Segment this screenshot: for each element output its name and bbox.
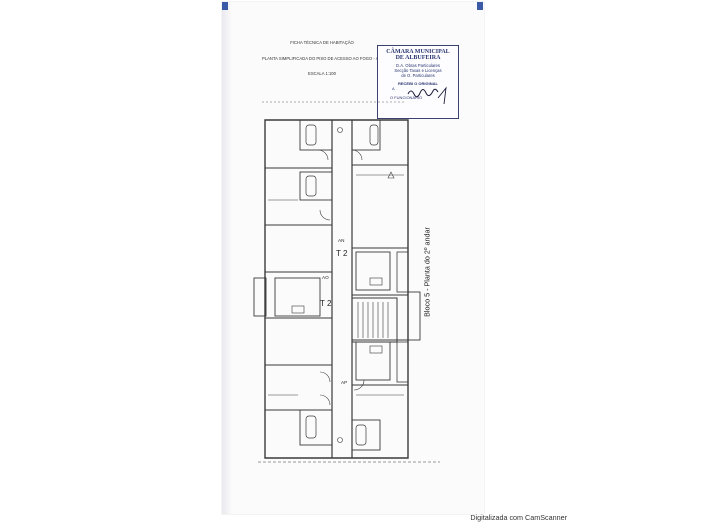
stamp-line-5: de O. Particulares — [401, 72, 435, 78]
document-subtitle: PLANTA SIMPLIFICADA DO PISO DE ACESSO AO… — [262, 56, 391, 61]
label-ap: AP — [341, 380, 347, 385]
label-t2-top: T 2 — [336, 249, 348, 258]
kitchen — [274, 277, 321, 317]
kitchen — [355, 341, 391, 381]
bathtub — [305, 175, 317, 197]
stamp-line-3: D.A. Obras Particulares — [396, 63, 440, 68]
door-swing — [351, 149, 363, 161]
bathtub — [305, 124, 317, 146]
bathroom — [351, 119, 381, 151]
balcony — [396, 251, 409, 293]
wardrobe-hatch — [268, 174, 404, 396]
bathroom — [299, 119, 333, 151]
door-swing — [319, 371, 331, 383]
bathroom — [299, 171, 333, 201]
scanner-watermark: Digitalizada com CamScanner — [470, 513, 567, 522]
balcony — [407, 291, 421, 341]
document-title: FICHA TÉCNICA DE HABITAÇÃO — [290, 40, 354, 45]
bathroom — [351, 419, 381, 451]
stamp-line-8: O FUNCIONÁRIO — [390, 94, 423, 100]
handwritten-signature — [407, 86, 447, 105]
label-an: AN — [338, 238, 344, 243]
stamp-line-7: A — [392, 86, 395, 92]
label-ao: AO — [322, 275, 329, 280]
toilet — [337, 437, 343, 443]
stamp-line-4: Secção Taxas e Licenças — [394, 67, 442, 73]
stove — [291, 305, 305, 314]
bathroom — [299, 409, 333, 446]
stove — [369, 345, 383, 354]
corner-mark-right — [477, 2, 483, 10]
floor-side-label: Bloco 5 - Planta do 2º andar — [422, 227, 432, 317]
corner-mark-left — [222, 2, 228, 10]
bathtub — [355, 424, 367, 446]
balcony — [253, 277, 267, 317]
stove — [369, 277, 383, 286]
outer-wall — [264, 119, 409, 459]
door-swing — [319, 394, 331, 406]
door-swing — [353, 379, 365, 391]
bathtub — [305, 415, 317, 439]
balcony — [396, 341, 409, 383]
page-shadow-edge — [222, 2, 232, 514]
door-swing — [319, 209, 331, 221]
stamp-line-1: CÂMARA MUNICIPAL — [386, 49, 450, 55]
stamp-line-2: DE ALBUFEIRA — [395, 55, 441, 61]
toilet — [337, 127, 343, 133]
door-swing — [317, 149, 329, 161]
municipal-stamp: CÂMARA MUNICIPAL DE ALBUFEIRA D.A. Obras… — [377, 45, 459, 119]
stairwell — [351, 297, 398, 343]
bathtub — [369, 124, 379, 146]
kitchen — [355, 251, 391, 291]
stamp-line-6: RECEBI O ORIGINAL — [397, 81, 438, 87]
stair-steps — [357, 302, 389, 338]
label-t2-bottom: T 2 — [320, 299, 332, 308]
document-scale: ESCALA 1:100 — [308, 71, 336, 76]
